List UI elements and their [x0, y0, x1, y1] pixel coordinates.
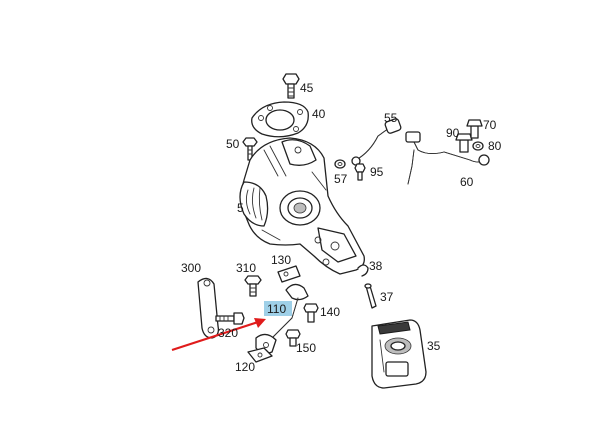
- banjo-bolt-90-icon: [455, 133, 473, 153]
- label-40: 40: [312, 107, 326, 121]
- label-95: 95: [370, 165, 384, 179]
- stud-50-icon: [242, 137, 258, 161]
- label-300: 300: [181, 261, 201, 275]
- flange-gasket-40-icon: [251, 101, 309, 138]
- hose-37-icon: [364, 283, 377, 309]
- label-57: 57: [334, 172, 348, 186]
- clip-38-icon: [357, 264, 369, 277]
- label-55: 55: [384, 111, 398, 125]
- banjo-bolt-70-icon: [466, 119, 483, 139]
- bolt-150-icon: [285, 329, 301, 347]
- label-5: 5: [237, 201, 244, 215]
- sealing-ring-80-icon: [472, 141, 484, 151]
- label-120: 120: [235, 360, 255, 374]
- label-38: 38: [369, 259, 383, 273]
- bolt-140-icon: [303, 303, 319, 323]
- gasket-130-icon: [277, 265, 301, 283]
- bolt-310-icon: [244, 275, 262, 297]
- label-130: 130: [271, 253, 291, 267]
- label-150: 150: [296, 341, 316, 355]
- label-90: 90: [446, 126, 460, 140]
- label-140: 140: [320, 305, 340, 319]
- label-35: 35: [427, 339, 441, 353]
- label-60: 60: [460, 175, 474, 189]
- label-110: 110: [267, 302, 286, 316]
- label-70: 70: [483, 118, 497, 132]
- oil-pipe-60-icon: [405, 131, 490, 185]
- gasket-120-icon: [247, 347, 273, 363]
- red-arrow-icon: [171, 318, 266, 352]
- label-80: 80: [488, 139, 502, 153]
- label-320: 320: [218, 326, 238, 340]
- oil-feed-pipe-55-icon: [351, 118, 402, 166]
- actuator-35-icon: [371, 319, 427, 389]
- highlight-110: [264, 301, 292, 316]
- bracket-300-icon: [197, 277, 220, 339]
- label-50: 50: [226, 137, 240, 151]
- bolt-95-icon: [354, 163, 366, 181]
- label-310: 310: [236, 261, 256, 275]
- bolt-320-icon: [215, 312, 245, 325]
- label-37: 37: [380, 290, 394, 304]
- washer-57-icon: [334, 159, 346, 169]
- bolt-45-icon: [282, 73, 300, 99]
- label-45: 45: [300, 81, 314, 95]
- part-labels: 45 40 50 55 57 95 90 70 80 60 5 300 310 …: [181, 81, 502, 374]
- turbocharger-5-icon: [239, 137, 365, 275]
